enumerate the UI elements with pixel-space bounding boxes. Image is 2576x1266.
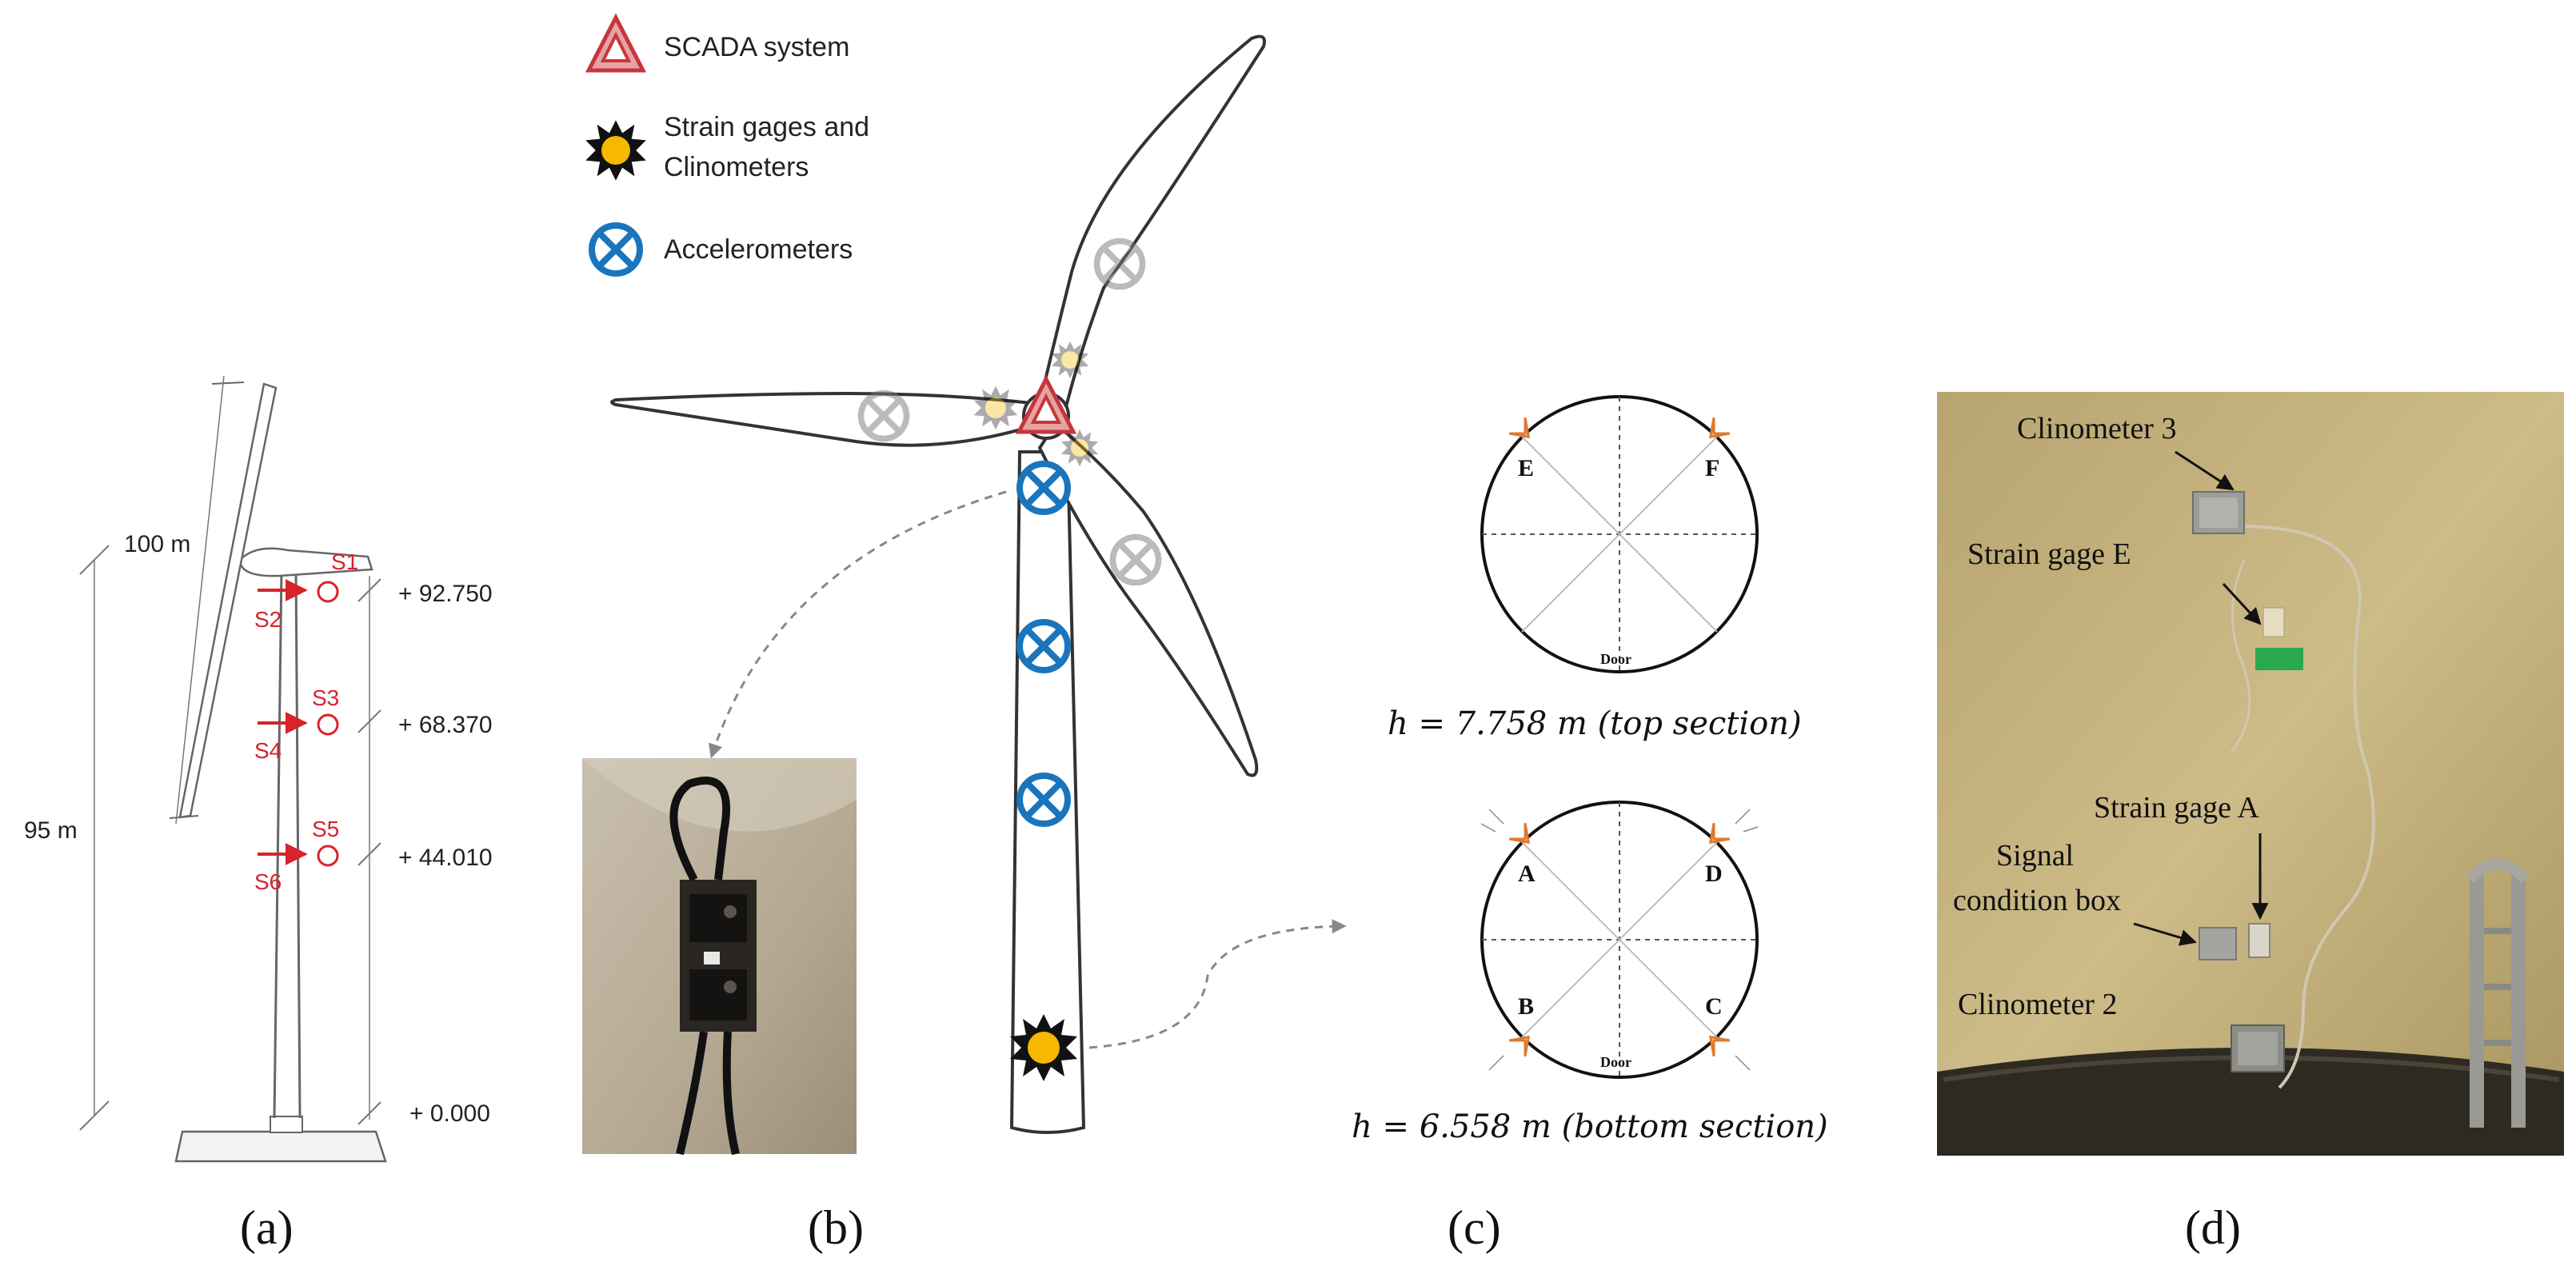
point-d: D: [1705, 861, 1723, 887]
interior-photo: [1937, 392, 2564, 1156]
point-c: C: [1705, 993, 1723, 1020]
elevation-3: + 44.010: [398, 845, 493, 871]
sensor-label-s1: S1: [331, 549, 358, 574]
panel-d: Clinometer 3 Strain gage E Strain gage A…: [1937, 392, 2564, 1254]
elevation-2: + 68.370: [398, 712, 493, 738]
panel-a: 100 m 95 m + 92.750 + 68.370 + 44.010 + …: [24, 375, 493, 1254]
annotation-condition-box: condition box: [1953, 884, 2121, 917]
annotation-strain-gage-a: Strain gage A: [2094, 791, 2259, 825]
sensor-label-s6: S6: [254, 869, 282, 894]
sensor-markers: [258, 579, 339, 867]
turbine-blade-top: [1037, 34, 1266, 418]
foundation: [174, 1130, 387, 1163]
annotation-clinometer-3: Clinometer 3: [2017, 412, 2176, 445]
point-b: B: [1518, 993, 1534, 1020]
sensor-label-s3: S3: [312, 685, 339, 710]
legend-strain-1: Strain gages and: [664, 112, 869, 142]
legend: SCADA system Strain gages and Clinometer…: [585, 13, 869, 274]
top-caption: h = 7.758 m (top section): [1388, 705, 1802, 742]
legend-accel: Accelerometers: [664, 234, 853, 265]
annotation-signal: Signal: [1996, 839, 2074, 873]
legend-strain-2: Clinometers: [664, 152, 809, 182]
sensor-label-s2: S2: [254, 607, 282, 632]
panel-b: SCADA system Strain gages and Clinometer…: [582, 13, 1347, 1254]
rotor-diameter-label: 100 m: [124, 531, 190, 557]
turbine-blade-right: [1037, 421, 1259, 777]
sensor-photo: [582, 758, 857, 1156]
panel-a-label: (a): [240, 1201, 294, 1254]
tower: [273, 568, 302, 1119]
scada-triangle-icon: [585, 13, 647, 73]
annotation-strain-gage-e: Strain gage E: [1967, 537, 2131, 571]
point-f: F: [1705, 455, 1719, 481]
point-a: A: [1518, 861, 1536, 887]
hub-height-label: 95 m: [24, 817, 78, 844]
sensor-label-s5: S5: [312, 817, 339, 841]
bottom-section-diagram: A D B C Door: [1480, 801, 1759, 1079]
point-e: E: [1518, 455, 1534, 481]
panel-c: E F Door h = 7.758 m (top section): [1352, 395, 1828, 1254]
door-bottom: Door: [1600, 1054, 1631, 1070]
panel-c-label: (c): [1448, 1201, 1501, 1254]
legend-scada: SCADA system: [664, 32, 849, 62]
elevation-1: + 92.750: [398, 581, 493, 607]
annotation-clinometer-2: Clinometer 2: [1958, 988, 2117, 1021]
top-section-diagram: E F Door: [1480, 395, 1759, 673]
scada-on-hub: [1015, 374, 1077, 434]
panel-b-label: (b): [808, 1201, 864, 1254]
sensor-label-s4: S4: [254, 738, 282, 763]
bottom-caption: h = 6.558 m (bottom section): [1352, 1108, 1828, 1145]
door-top: Door: [1600, 651, 1631, 667]
strain-gage-star-icon: [585, 120, 646, 181]
panel-d-label: (d): [2185, 1201, 2241, 1254]
accelerometer-x-circle-icon: [592, 226, 640, 274]
elevation-4: + 0.000: [409, 1100, 490, 1127]
